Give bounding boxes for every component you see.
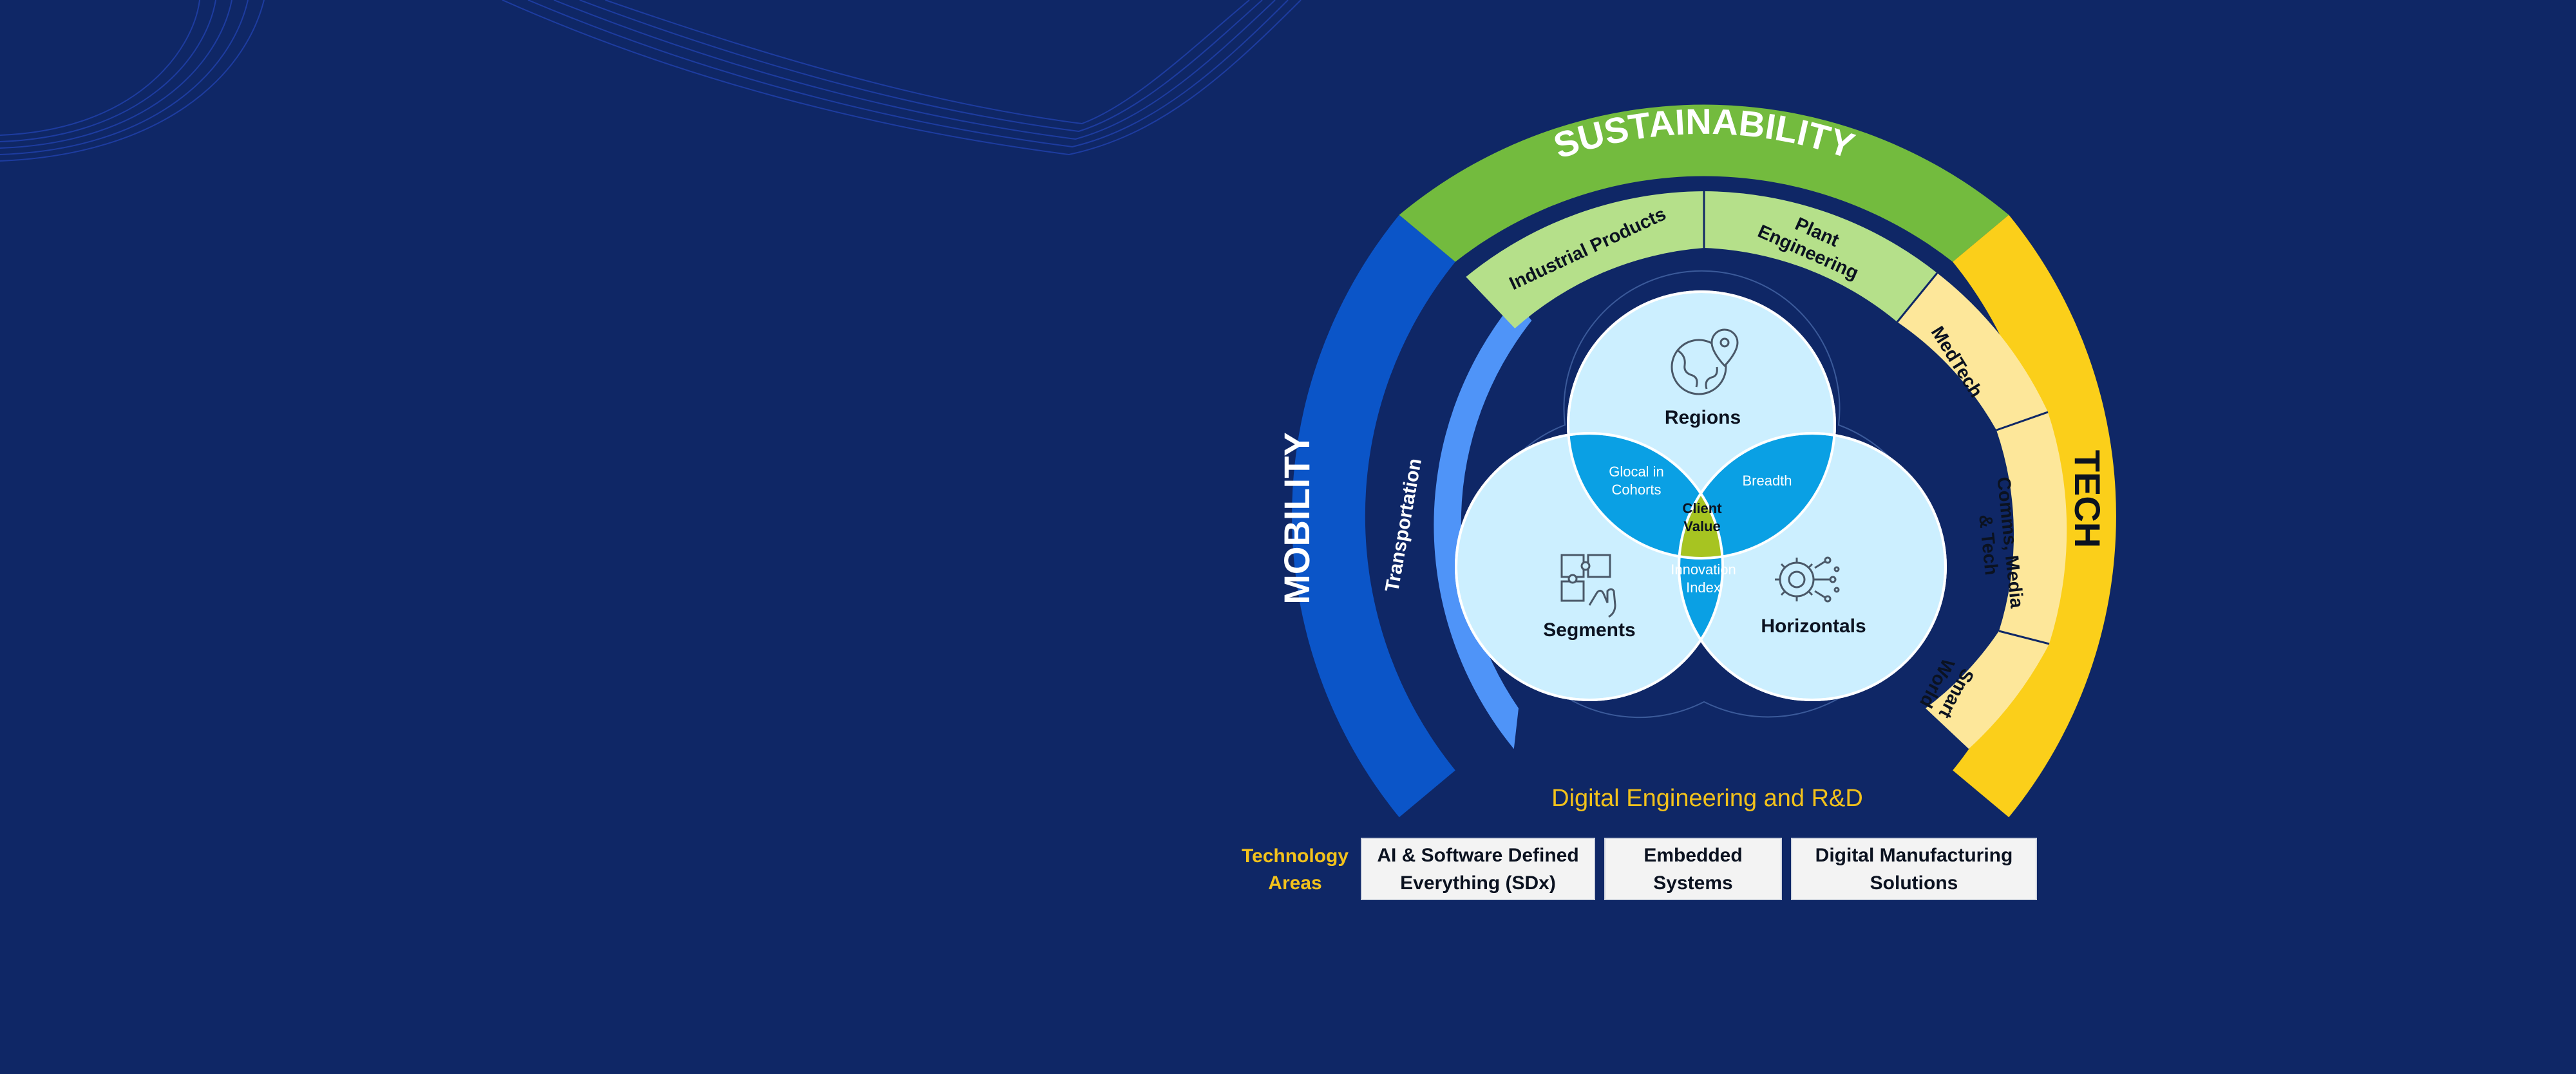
gear-network-icon [1775,556,1840,603]
industrial-products-segment[interactable] [1466,191,1704,328]
puzzle-hand-icon [1560,554,1616,618]
medtech-segment[interactable] [1897,273,2048,430]
technology-areas-label: Technology Areas [1242,845,1349,894]
svg-text:Index: Index [1686,579,1721,596]
transportation-segment[interactable] [1434,300,1532,749]
breadth-lens [1680,435,1835,558]
globe-pin-icon [1671,328,1739,395]
comms-media-tech-segment[interactable] [1996,412,2067,644]
decorative-wave-lines [0,0,1302,162]
venn-diagram: Regions Segments Horizontals Glocal in C… [1455,270,1947,719]
sustainability-segment[interactable] [1399,104,2009,262]
plant-engineering-segment[interactable] [1704,191,1937,322]
technology-area-line: Everything (SDx) [1400,872,1556,894]
breadth-label: Breadth [1742,473,1792,489]
svg-text:Glocal in: Glocal in [1609,464,1664,480]
svg-text:Cohorts: Cohorts [1611,482,1661,498]
digital-engineering-title: Digital Engineering and R&D [1551,785,1863,812]
svg-text:Areas: Areas [1268,872,1321,894]
technology-area-box[interactable]: AI & Software Defined Everything (SDx) [1361,838,1595,900]
svg-text:Value: Value [1683,518,1720,534]
technology-area-box[interactable]: Digital Manufacturing Solutions [1791,838,2037,900]
innovation-index-label: Innovation Index [1671,561,1736,596]
segments-label: Segments [1543,619,1635,641]
inner-ring-dividers [1703,191,2050,645]
horizontals-label: Horizontals [1761,616,1866,637]
regions-label: Regions [1665,407,1741,428]
tech-segment[interactable] [1953,214,2116,818]
svg-text:Innovation: Innovation [1671,561,1736,578]
glocal-in-cohorts-label: Glocal in Cohorts [1609,464,1664,498]
svg-text:Client: Client [1682,500,1722,516]
technology-area-line: Digital Manufacturing [1815,845,2013,866]
mobility-segment[interactable] [1292,214,1455,818]
technology-area-line: AI & Software Defined [1377,845,1578,866]
transportation-label: Transportation [1381,457,1426,594]
venn-outlines [1455,290,1947,701]
glocal-lens [1568,435,1721,558]
technology-area-line: Embedded [1643,845,1742,866]
svg-text:Technology: Technology [1242,845,1349,867]
outer-ring [1292,104,2116,818]
smart-world-segment[interactable] [1926,631,2049,749]
technology-area-line: Solutions [1870,872,1958,894]
technology-area-line: Systems [1653,872,1732,894]
client-value-label: Client Value [1682,500,1722,534]
technology-area-box[interactable]: Embedded Systems [1604,838,1782,900]
tech-label: TECH [2067,450,2108,548]
mobility-label: MOBILITY [1276,432,1317,605]
inner-ring [1434,191,2067,749]
